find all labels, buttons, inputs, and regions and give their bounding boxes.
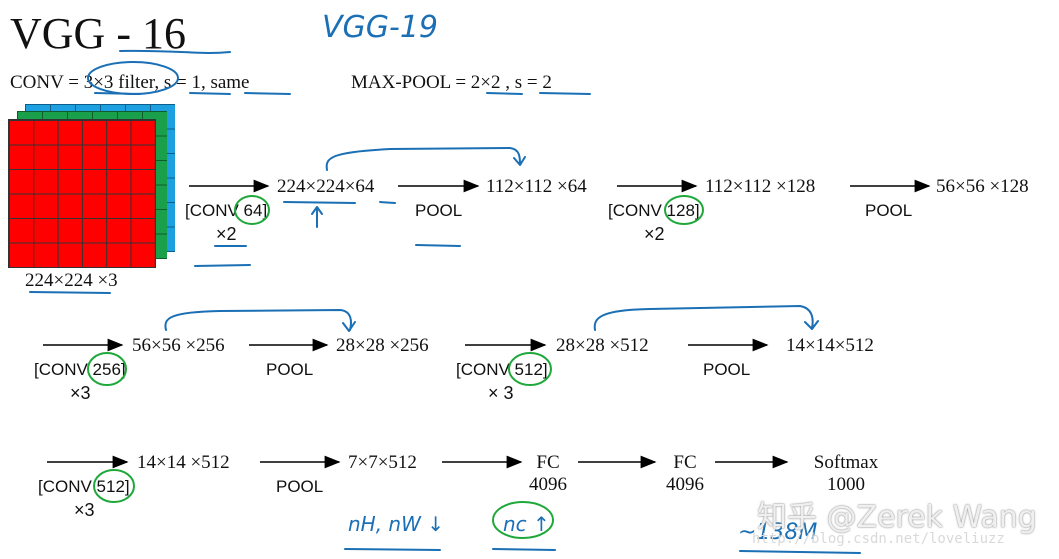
input-channel-red xyxy=(8,119,156,268)
row1-conv64-label: [CONV 64] xyxy=(185,201,268,220)
nc-underline xyxy=(492,548,556,551)
handwritten-nc-note: nc ↑ xyxy=(503,512,550,536)
row1-pool2-label: POOL xyxy=(865,201,913,220)
handwritten-vgg19-note: VGG-19 xyxy=(322,10,439,45)
watermark-author: 知乎 @Zerek Wang xyxy=(757,500,1037,535)
row2-pool2-label: POOL xyxy=(703,360,751,379)
pool-rule: MAX-POOL = 2×2 , s = 2 xyxy=(351,72,552,93)
row1-dim-112x112x64: 112×112 ×64 xyxy=(486,176,587,197)
row2-skip-curve-1 xyxy=(164,309,356,332)
row1-up-arrow xyxy=(311,206,323,228)
handwritten-nh-nw-note: nH, nW ↓ xyxy=(348,512,444,536)
params-underline xyxy=(739,550,861,554)
row2-dim-28x28x512: 28×28 ×512 xyxy=(556,335,649,356)
green-circles xyxy=(87,195,704,539)
nh-nw-underline xyxy=(344,548,441,551)
row1-dim-56x56x128: 56×56 ×128 xyxy=(936,176,1029,197)
row3-fc2-size: 4096 xyxy=(666,474,704,495)
row1-conv64-repeat: ×2 xyxy=(216,224,237,244)
input-underline xyxy=(29,291,111,294)
row2-dim-14x14x512: 14×14×512 xyxy=(786,335,874,356)
row2-conv512-repeat: × 3 xyxy=(488,383,514,403)
row1-pool-label: POOL xyxy=(415,201,463,220)
input-dimension-label: 224×224 ×3 xyxy=(25,270,118,291)
filter-circle xyxy=(87,61,179,95)
row2-pool-label: POOL xyxy=(266,360,314,379)
row3-conv512-repeat: ×3 xyxy=(74,500,95,520)
pool-rule-underlines xyxy=(486,92,591,95)
row2-dim-56x56x256: 56×56 ×256 xyxy=(132,335,225,356)
row2-conv512-label: [CONV 512] xyxy=(456,360,548,379)
row1-dim-224x224x64: 224×224×64 xyxy=(277,176,375,197)
page-title: VGG - 16 xyxy=(10,9,186,58)
row3-softmax-label: Softmax xyxy=(813,452,879,473)
conv-underlines xyxy=(194,245,251,267)
row3-dim-7x7x512: 7×7×512 xyxy=(348,452,417,473)
circle-nc-note xyxy=(492,501,554,539)
conv-rule: CONV = 3×3 filter, s = 1, same xyxy=(10,72,250,93)
circle-conv512-row2 xyxy=(508,352,552,386)
circle-conv256 xyxy=(87,352,127,386)
row2-dim-28x28x256: 28×28 ×256 xyxy=(336,335,429,356)
row1-conv128-label: [CONV 128] xyxy=(608,201,700,220)
watermark-url: http://blog.csdn.net/loveliuzz xyxy=(752,531,1005,547)
row3-fc2-label: FC xyxy=(673,452,697,473)
row3-fc1-size: 4096 xyxy=(529,474,567,495)
row3-fc1-label: FC xyxy=(536,452,560,473)
row2-conv256-label: [CONV 256] xyxy=(34,360,126,379)
row3-softmax-size: 1000 xyxy=(827,474,865,495)
circle-conv512-row3 xyxy=(93,469,135,503)
row1-dim-112x112x128: 112×112 ×128 xyxy=(705,176,816,197)
handwritten-params-note: ~138M xyxy=(738,520,818,545)
pool-underline xyxy=(415,244,461,247)
handwritten-markings xyxy=(29,49,861,554)
row1-conv128-repeat: ×2 xyxy=(644,224,665,244)
row1-underline xyxy=(283,201,396,204)
row2-skip-curve-2 xyxy=(593,305,819,331)
circle-conv64 xyxy=(234,195,270,225)
row3-dim-14x14x512: 14×14 ×512 xyxy=(137,452,230,473)
title-underline xyxy=(119,49,231,54)
row1-skip-curve xyxy=(325,147,526,171)
conv-rule-underlines xyxy=(94,92,291,95)
row2-conv256-repeat: ×3 xyxy=(70,383,91,403)
flow-arrows xyxy=(43,179,931,469)
row3-pool-label: POOL xyxy=(276,477,324,496)
row3-conv512-label: [CONV 512] xyxy=(38,477,130,496)
circle-conv128 xyxy=(664,195,704,225)
